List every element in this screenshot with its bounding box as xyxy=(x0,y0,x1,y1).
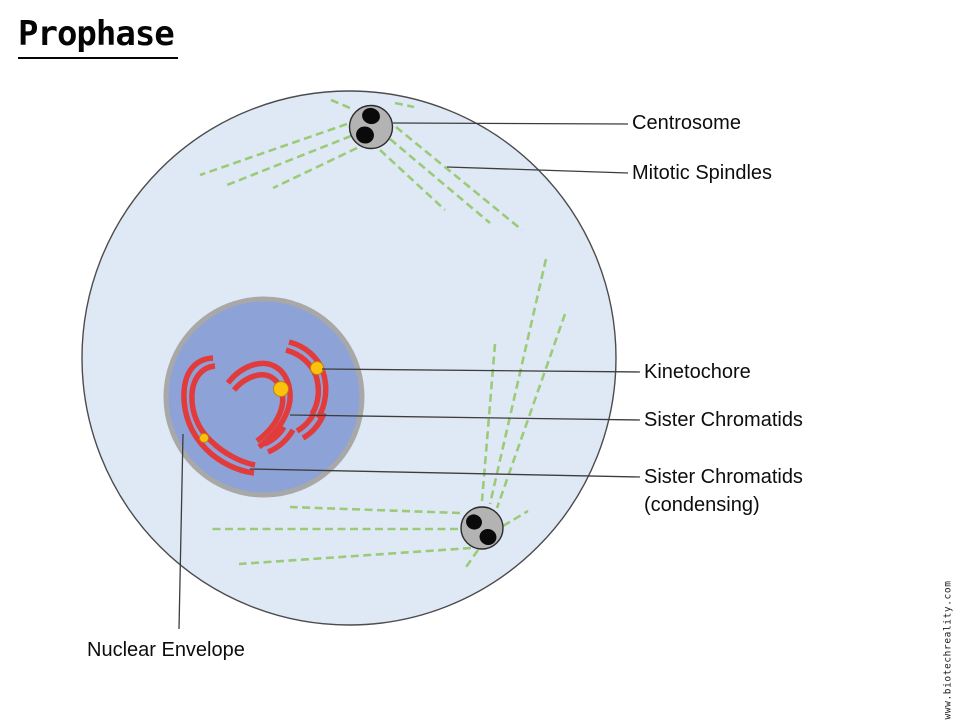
page-title: Prophase xyxy=(18,14,178,59)
spindle-fiber xyxy=(462,549,480,571)
sister-chromatid xyxy=(285,347,322,416)
sister-chromatid xyxy=(181,355,255,476)
kinetochore-dot xyxy=(310,361,324,375)
centriole-dot xyxy=(356,126,374,144)
watermark-url: www.biotechreality.com xyxy=(942,580,954,720)
pointer-line-sister-chromatids xyxy=(289,414,641,421)
centrosome-body xyxy=(460,506,504,550)
centriole-dot xyxy=(479,528,497,546)
pointer-line-condensing xyxy=(249,468,641,478)
spindle-fiber xyxy=(379,149,446,211)
kinetochores xyxy=(199,361,324,443)
spindle-fiber xyxy=(395,125,523,232)
label-sister-chromatids-condensing-line2: (condensing) xyxy=(644,494,760,516)
spindle-fiber xyxy=(394,101,415,109)
spindle-fiber xyxy=(502,509,529,528)
nuclear-envelope-ring xyxy=(163,296,365,498)
centriole-dot xyxy=(466,514,482,530)
spindle-fiber xyxy=(199,122,348,177)
centriole-dot xyxy=(362,107,380,125)
spindle-fiber xyxy=(289,505,461,515)
spindle-fiber xyxy=(272,146,358,190)
spindle-fiber xyxy=(238,546,472,566)
label-centrosome: Centrosome xyxy=(632,112,741,134)
kinetochore-dot xyxy=(199,433,209,443)
pointer-lines xyxy=(178,122,641,630)
sister-chromatid xyxy=(225,360,293,450)
pointer-line-kinetochore xyxy=(321,368,641,373)
label-sister-chromatids: Sister Chromatids xyxy=(644,409,803,431)
label-sister-chromatids-condensing-line1: Sister Chromatids xyxy=(644,466,803,488)
spindle-fiber xyxy=(226,134,352,187)
label-kinetochore: Kinetochore xyxy=(644,361,751,383)
spindle-fiber xyxy=(488,258,548,505)
label-sister-chromatids-condensing: Sister Chromatids (condensing) xyxy=(644,463,803,519)
pointer-line-nuclear-envelope xyxy=(178,433,184,630)
centrosome-bottom xyxy=(460,506,504,550)
sister-chromatid xyxy=(288,339,329,420)
label-nuclear-envelope: Nuclear Envelope xyxy=(87,639,245,661)
sister-chromatid xyxy=(266,428,296,455)
sister-chromatid xyxy=(189,363,256,468)
mitotic-spindle-fibers xyxy=(199,98,567,571)
spindle-fiber xyxy=(330,98,351,110)
kinetochore-dot xyxy=(273,381,289,397)
label-mitotic-spindles: Mitotic Spindles xyxy=(632,162,773,184)
pointer-line-mitotic-spindles xyxy=(446,166,629,174)
spindle-fiber xyxy=(495,313,567,509)
centrosome-top xyxy=(348,104,394,150)
sister-chromatid xyxy=(262,425,287,447)
pointer-line-centrosome xyxy=(392,122,629,125)
spindle-fiber xyxy=(389,138,491,224)
